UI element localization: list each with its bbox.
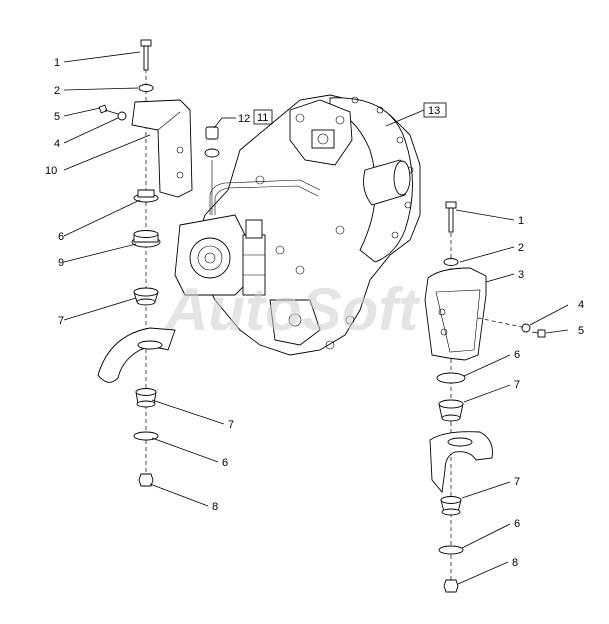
callout-10: 10 [45, 165, 57, 177]
callout-7: 7 [228, 419, 234, 431]
rubber-mount-icon [135, 388, 157, 408]
callout-8: 8 [512, 557, 518, 569]
washer-icon [443, 258, 459, 266]
bolt-icon [445, 201, 457, 233]
callout-11: 11 [257, 112, 268, 124]
callout-7: 7 [58, 315, 64, 327]
callout-4: 4 [578, 299, 584, 311]
washer-icon [438, 545, 464, 555]
nut-icon [138, 473, 154, 487]
plug-icon [205, 126, 219, 140]
callout-5: 5 [54, 111, 60, 123]
washer-icon [138, 84, 154, 92]
callout-box-11 [253, 109, 273, 125]
callout-box-13 [423, 102, 447, 118]
callout-1: 1 [54, 57, 60, 69]
rubber-mount-icon [440, 496, 462, 516]
callout-6: 6 [222, 457, 228, 469]
rubber-mount-icon [131, 230, 161, 248]
callout-2: 2 [518, 242, 524, 254]
watermark-text: AutoSoft [163, 276, 421, 343]
nut-icon [443, 579, 459, 593]
bracket-icon [424, 267, 487, 361]
rubber-mount-icon [133, 287, 159, 306]
rubber-mount-icon [438, 399, 464, 422]
callout-5: 5 [578, 325, 584, 337]
o-ring-icon [204, 148, 220, 158]
callout-7: 7 [514, 476, 520, 488]
callout-6: 6 [514, 349, 520, 361]
callout-4: 4 [54, 138, 60, 150]
bolt-icon [98, 104, 119, 115]
callout-1: 1 [518, 215, 524, 227]
rubber-mount-icon [133, 189, 159, 203]
bracket-icon [131, 99, 193, 198]
nut-icon [521, 323, 531, 333]
support-cradle-icon [429, 431, 493, 494]
callout-6: 6 [58, 231, 64, 243]
callout-12: 12 [238, 113, 250, 125]
callout-9: 9 [58, 257, 64, 269]
bolt-icon [531, 329, 546, 338]
callout-2: 2 [54, 85, 60, 97]
support-cradle-icon [97, 327, 176, 383]
nut-icon [117, 111, 127, 121]
transmission-assembly-icon [174, 94, 421, 356]
callout-8: 8 [212, 501, 218, 513]
washer-icon [436, 372, 466, 384]
bolt-icon [140, 39, 152, 71]
callout-3: 3 [518, 269, 524, 281]
callout-7: 7 [514, 379, 520, 391]
callout-13: 13 [428, 105, 440, 117]
callout-6: 6 [514, 518, 520, 530]
